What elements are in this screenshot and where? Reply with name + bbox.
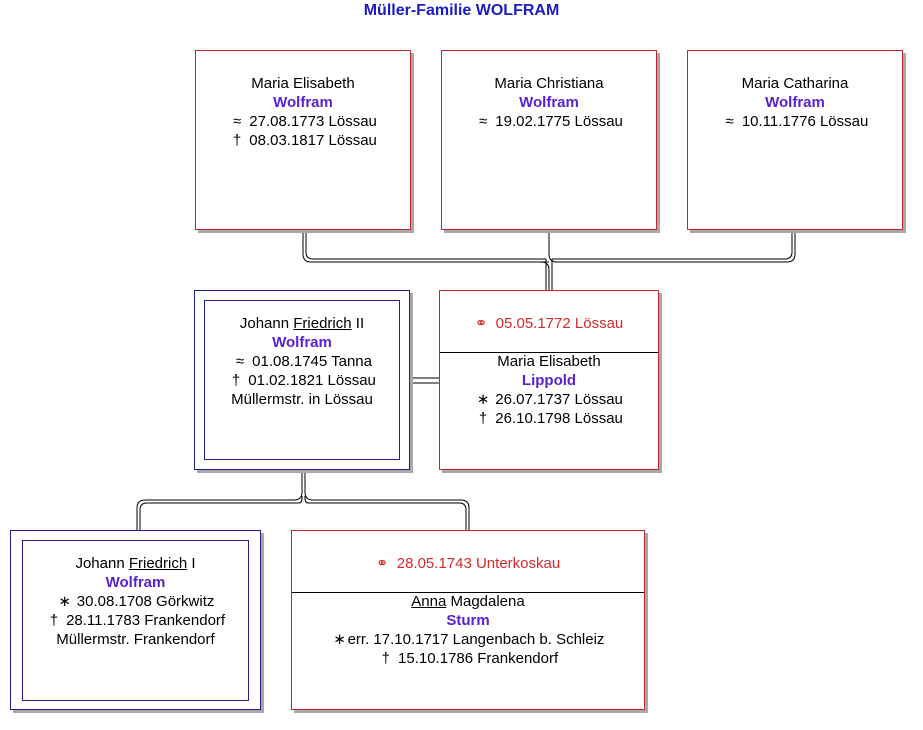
given-name: Maria Elisabeth bbox=[497, 353, 601, 370]
surname: Wolfram bbox=[272, 334, 332, 351]
surname: Sturm bbox=[446, 612, 490, 629]
marriage-date: ⚭ 28.05.1743 Unterkoskau bbox=[375, 555, 561, 572]
given-name: Johann Friedrich I bbox=[75, 555, 196, 572]
surname: Wolfram bbox=[765, 94, 825, 111]
event-death: † 26.10.1798 Lössau bbox=[478, 410, 623, 427]
grandfather-card[interactable]: Johann Friedrich I Wolfram ∗ 30.08.1708 … bbox=[10, 530, 261, 710]
marriage-rings-icon: ⚭ bbox=[375, 555, 389, 572]
marriage-connector bbox=[410, 377, 440, 384]
father-card-inner bbox=[204, 300, 400, 460]
given-name: Maria Christiana bbox=[494, 75, 604, 92]
event-baptism: ≈ 19.02.1775 Lössau bbox=[478, 113, 623, 130]
event-death: † 08.03.1817 Lössau bbox=[232, 132, 377, 149]
event-birth: ∗ 26.07.1737 Lössau bbox=[476, 391, 623, 408]
divider bbox=[292, 592, 644, 593]
given-name: Maria Elisabeth bbox=[251, 75, 355, 92]
given-name: Maria Catharina bbox=[741, 75, 849, 92]
event-death: † 15.10.1786 Frankendorf bbox=[381, 650, 559, 667]
surname: Wolfram bbox=[519, 94, 579, 111]
child-card-1[interactable]: Maria Elisabeth Wolfram ≈ 27.08.1773 Lös… bbox=[195, 50, 411, 230]
call-name: Friedrich bbox=[128, 555, 188, 572]
call-name: Anna bbox=[411, 593, 447, 610]
occupation-note: Müllermstr. in Lössau bbox=[231, 391, 373, 408]
grandmother-card[interactable]: ⚭ 28.05.1743 Unterkoskau Anna Magdalena … bbox=[291, 530, 645, 710]
marriage-rings-icon: ⚭ bbox=[474, 315, 488, 332]
children-connector bbox=[302, 232, 796, 290]
grandfather-card-inner bbox=[22, 540, 249, 701]
surname: Lippold bbox=[521, 372, 577, 389]
parents-connector bbox=[136, 470, 470, 530]
surname: Wolfram bbox=[105, 574, 166, 591]
event-baptism: ≈ 10.11.1776 Lössau bbox=[725, 113, 869, 130]
child-card-2[interactable]: Maria Christiana Wolfram ≈ 19.02.1775 Lö… bbox=[441, 50, 657, 230]
event-birth: ∗ 30.08.1708 Görkwitz bbox=[58, 593, 215, 610]
event-death: † 28.11.1783 Frankendorf bbox=[49, 612, 226, 629]
surname: Wolfram bbox=[273, 94, 333, 111]
divider bbox=[440, 352, 658, 353]
event-birth: ∗err. 17.10.1717 Langenbach b. Schleiz bbox=[333, 631, 605, 648]
occupation-note: Müllermstr. Frankendorf bbox=[56, 631, 215, 648]
page-title: Müller-Familie WOLFRAM bbox=[363, 2, 560, 19]
given-name: Johann Friedrich II bbox=[239, 315, 365, 332]
event-baptism: ≈ 27.08.1773 Lössau bbox=[232, 113, 377, 130]
call-name: Friedrich bbox=[293, 315, 352, 332]
mother-card[interactable]: ⚭ 05.05.1772 Lössau Maria Elisabeth Lipp… bbox=[439, 290, 659, 470]
event-death: † 01.02.1821 Lössau bbox=[231, 372, 376, 389]
child-card-3[interactable]: Maria Catharina Wolfram ≈ 10.11.1776 Lös… bbox=[687, 50, 903, 230]
event-baptism: ≈ 01.08.1745 Tanna bbox=[235, 353, 372, 370]
marriage-date: ⚭ 05.05.1772 Lössau bbox=[474, 315, 624, 332]
given-name: Anna Magdalena bbox=[411, 593, 525, 610]
father-card[interactable]: Johann Friedrich II Wolfram ≈ 01.08.1745… bbox=[194, 290, 410, 470]
